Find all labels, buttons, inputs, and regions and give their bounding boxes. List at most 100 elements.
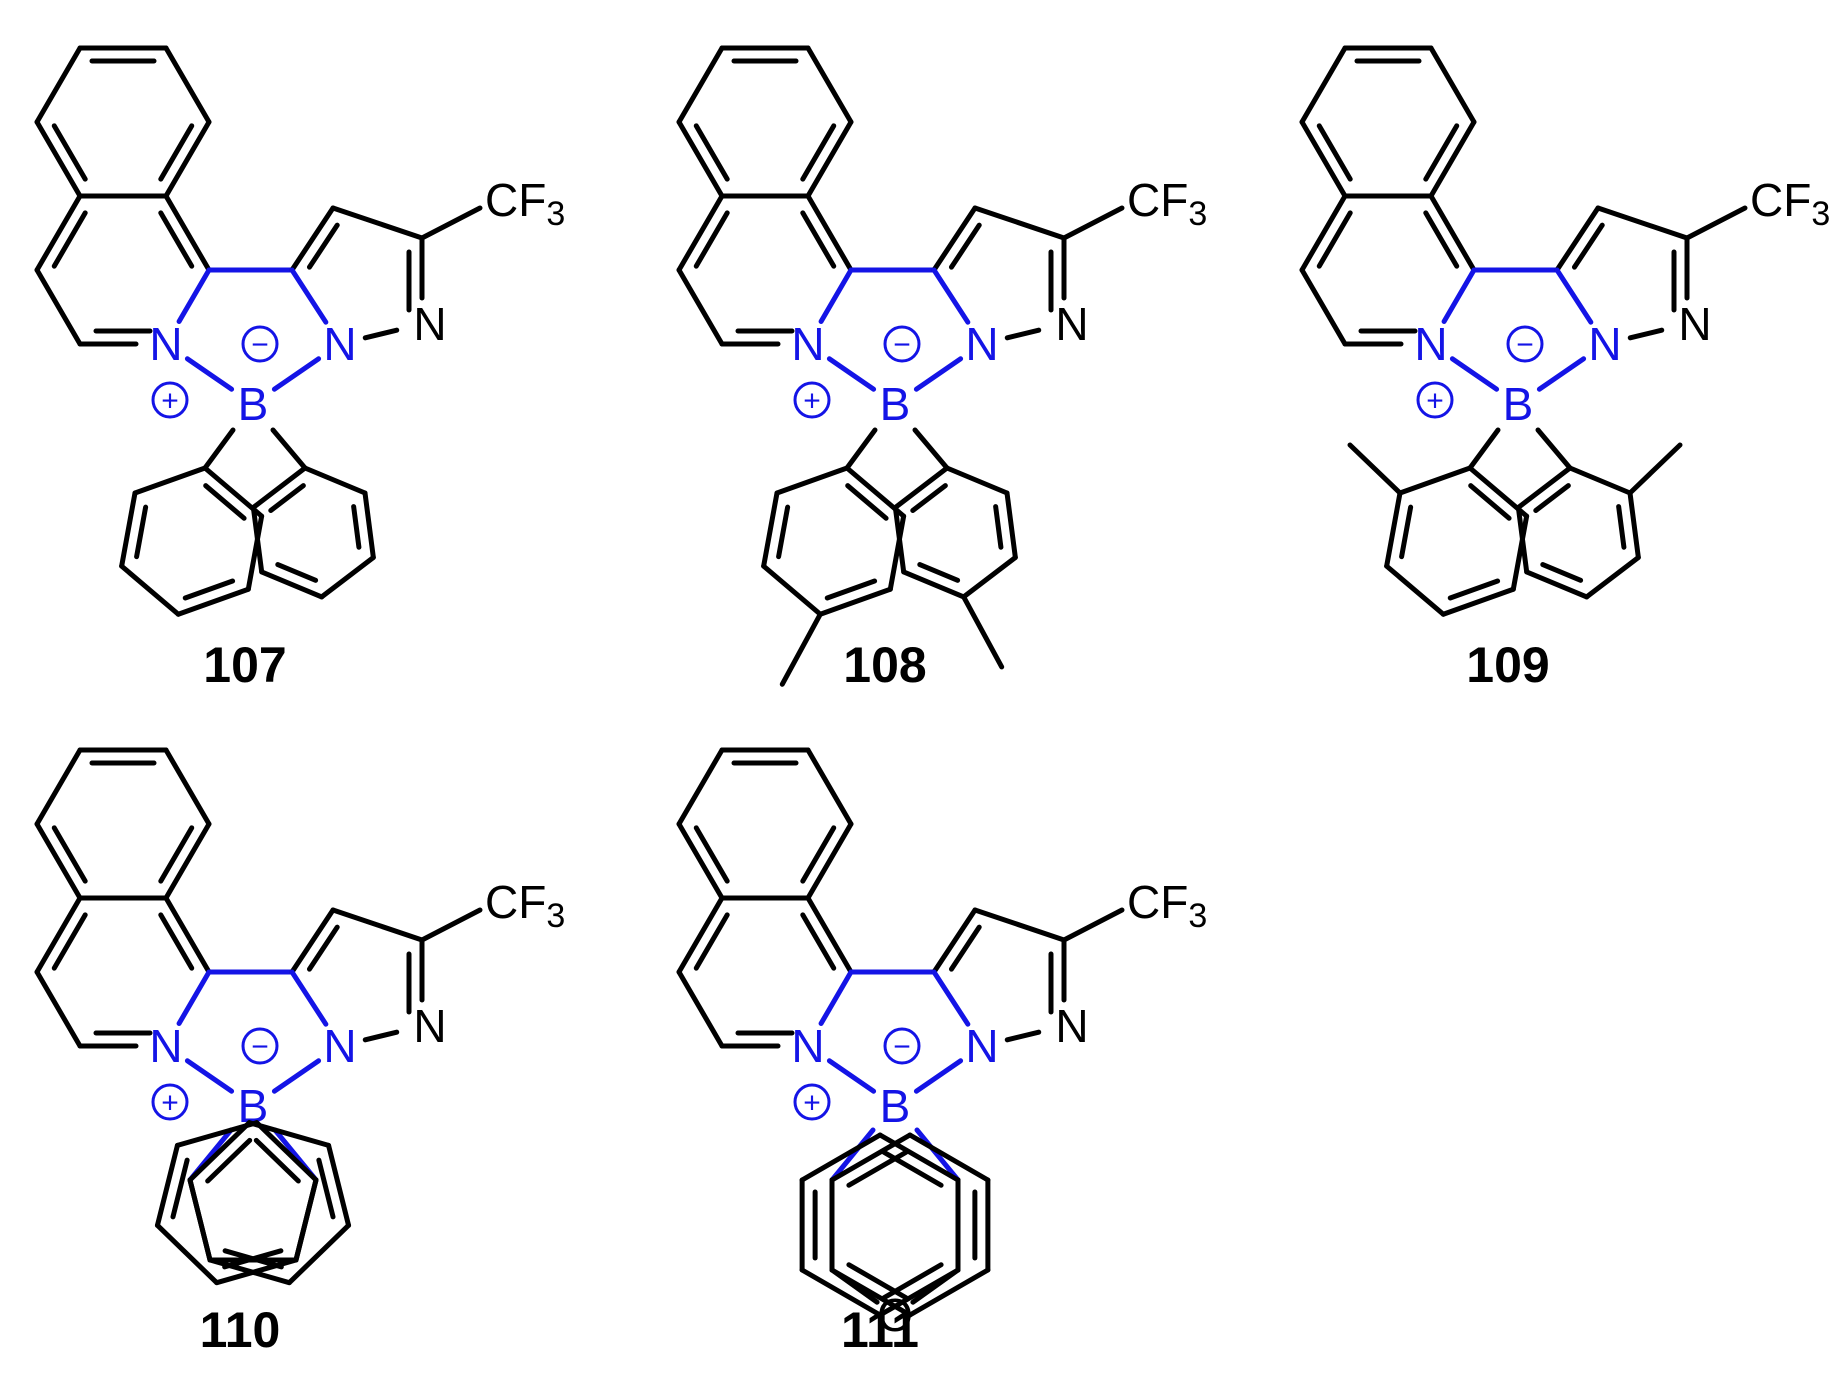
bond-line <box>901 569 967 600</box>
bond-line <box>761 563 823 617</box>
double-bond-line <box>158 210 195 269</box>
bond-line <box>1061 205 1125 241</box>
bond-line <box>1684 205 1748 241</box>
bond-line <box>163 45 212 125</box>
bond-line <box>913 1058 964 1094</box>
positive-charge: + <box>151 381 189 419</box>
trifluoromethyl-label: CF3 <box>485 174 565 233</box>
double-bond-line <box>993 504 1004 550</box>
pyrazole-nitrogen-atom: N <box>965 318 998 370</box>
pyrazole-nitrogen-atom: N <box>323 1020 356 1072</box>
double-bond-line <box>1423 210 1460 269</box>
compound-label: 109 <box>1466 637 1549 693</box>
double-bond-line <box>203 483 247 521</box>
bond-line <box>286 1222 352 1286</box>
bond-line <box>944 465 1010 496</box>
bond-line <box>844 427 878 471</box>
bond-line <box>799 1267 883 1318</box>
bond-line <box>154 1142 180 1228</box>
bond-line <box>270 427 308 471</box>
bond-line <box>1536 356 1587 392</box>
bond-line <box>119 563 181 617</box>
bond-line <box>1384 490 1403 569</box>
double-bond-line <box>693 123 730 182</box>
charge-sign-text: − <box>893 1031 911 1064</box>
double-bond-line <box>948 924 982 972</box>
bond-line <box>163 821 212 901</box>
double-bond-line <box>1571 222 1605 270</box>
cf-subscript: 3 <box>1188 195 1207 233</box>
bond-line <box>1397 465 1473 496</box>
double-bond-line <box>800 210 837 269</box>
bond-line <box>877 1267 961 1318</box>
bond-line <box>961 554 1018 600</box>
bond-line <box>1299 119 1348 199</box>
bond-line <box>362 490 376 560</box>
bond-line <box>1299 193 1348 273</box>
bond-line <box>676 267 725 347</box>
bond-line <box>805 45 854 125</box>
negative-charge: − <box>883 1027 921 1065</box>
bond-line <box>907 1132 991 1183</box>
pyrazole-n2-atom: N <box>413 298 446 350</box>
compound-label: 110 <box>200 1302 281 1358</box>
bond-line <box>214 1257 299 1286</box>
bond-line <box>1384 563 1446 617</box>
pyrazole-n2-atom: N <box>1678 298 1711 350</box>
double-bond-line <box>1399 504 1414 560</box>
charge-sign-text: + <box>803 385 821 418</box>
bond-line <box>805 747 854 827</box>
charge-sign-text: + <box>161 1087 179 1120</box>
positive-charge: + <box>793 381 831 419</box>
cf-text: CF <box>485 174 546 226</box>
positive-charge: + <box>151 1083 189 1121</box>
bond-line <box>799 1132 883 1183</box>
compound-label: 111 <box>841 1302 919 1358</box>
double-bond-line <box>158 825 195 884</box>
double-bond-line <box>170 1157 190 1220</box>
compound-label: 108 <box>843 637 926 693</box>
bond-line <box>1554 205 1601 273</box>
bond-line <box>931 205 978 273</box>
double-bond-line <box>1316 210 1353 269</box>
charge-ring <box>883 325 921 363</box>
pyrazole-nitrogen-atom: N <box>965 1020 998 1072</box>
double-bond-line <box>948 222 982 270</box>
pyridine-nitrogen-atom: N <box>1414 318 1447 370</box>
bond-line <box>972 205 1067 241</box>
bond-line <box>676 119 725 199</box>
double-bond-line <box>158 912 195 971</box>
boron-atom: B <box>238 378 269 430</box>
bond-line <box>34 193 83 273</box>
bond-line <box>289 267 329 325</box>
bond-line <box>1627 490 1641 560</box>
cf-text: CF <box>1750 174 1811 226</box>
bond-line <box>1627 327 1665 341</box>
bond-line <box>1440 586 1516 617</box>
bond-line <box>319 554 376 600</box>
bond-line <box>34 45 83 125</box>
double-bond-line <box>693 825 730 884</box>
bond-line <box>1510 513 1530 592</box>
cf-subscript: 3 <box>1811 195 1830 233</box>
double-bond-line <box>845 483 889 521</box>
bond-line <box>271 1058 322 1094</box>
double-bond-line <box>800 912 837 971</box>
double-bond-line <box>910 483 948 514</box>
bond-line <box>245 513 265 592</box>
double-bond-line <box>693 912 730 971</box>
bond-line <box>931 907 978 975</box>
bond-line <box>1467 427 1501 471</box>
bond-line <box>330 205 425 241</box>
bond-line <box>362 1029 400 1043</box>
bond-line <box>163 119 212 199</box>
boron-atom: B <box>1503 378 1534 430</box>
trifluoromethyl-label: CF3 <box>485 876 565 935</box>
bond-line <box>818 267 854 325</box>
methyl-line <box>1347 442 1403 496</box>
compound-label: 107 <box>203 637 286 693</box>
double-bond-line <box>351 504 362 550</box>
bond-line <box>293 1177 319 1263</box>
charge-ring <box>793 1083 831 1121</box>
